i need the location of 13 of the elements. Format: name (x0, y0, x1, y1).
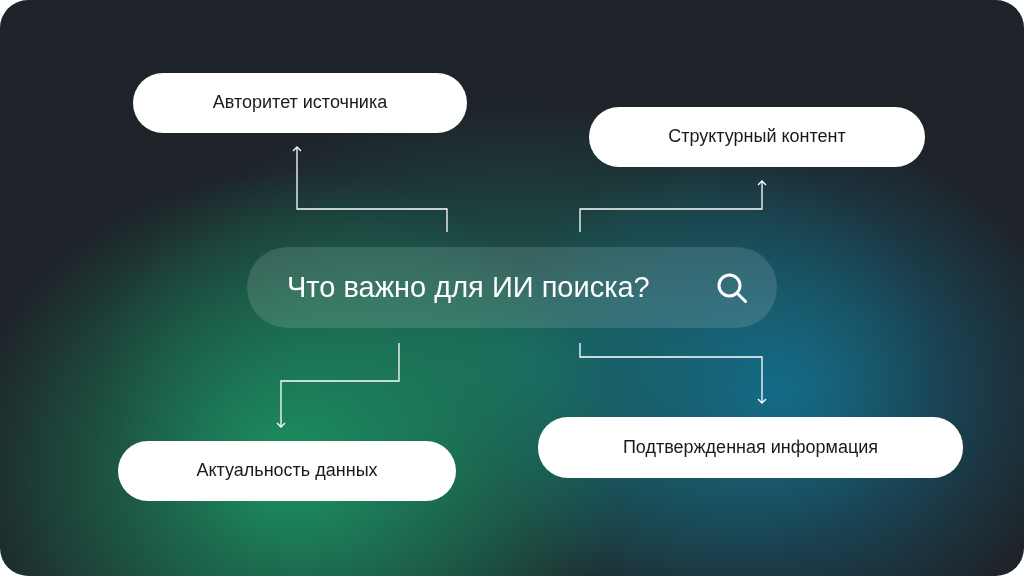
search-query-text: Что важно для ИИ поиска? (287, 270, 650, 305)
box-label: Актуальность данных (196, 460, 378, 482)
rounded-box (118, 441, 456, 501)
rounded-box (538, 417, 963, 478)
box-label: Подтвержденная информация (622, 436, 879, 459)
box-label: Авторитет источника (212, 92, 388, 114)
rounded-box (589, 107, 925, 167)
arrow (579, 342, 767, 404)
arrow (579, 180, 767, 233)
box-label: Структурный контент (668, 126, 846, 148)
rounded-box (133, 73, 467, 133)
arrow (292, 146, 448, 233)
arrow (276, 342, 400, 428)
